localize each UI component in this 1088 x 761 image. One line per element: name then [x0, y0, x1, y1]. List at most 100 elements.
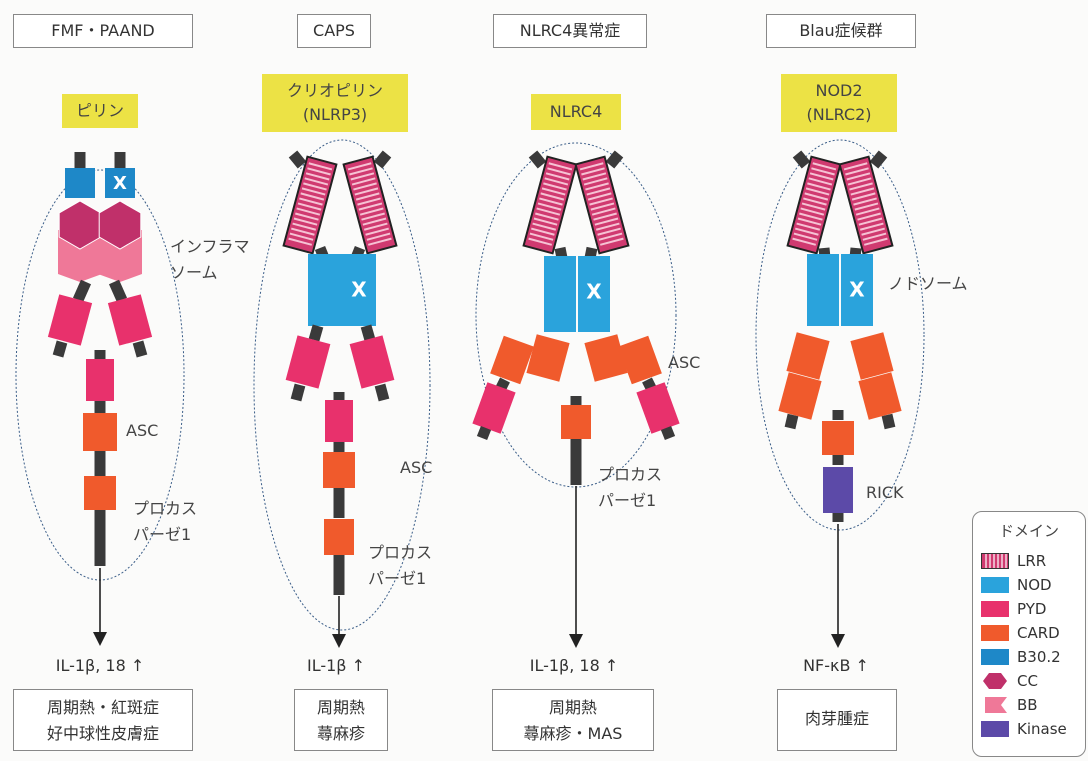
linker: [482, 428, 486, 438]
linker: [797, 154, 806, 165]
bb-chevron-icon: [981, 697, 1009, 713]
card-domain: [858, 372, 901, 419]
phenotype-box-fmf: 周期熱・紅斑症 好中球性皮膚症: [13, 689, 193, 751]
lrr-domain: [284, 157, 337, 254]
asc-card-domain: [323, 452, 355, 488]
linker: [314, 326, 318, 340]
linker: [610, 154, 619, 165]
legend-label: BB: [1017, 694, 1038, 716]
phenotype-box-nlrc4: 周期熱 蕁麻疹・MAS: [492, 689, 654, 751]
linker: [380, 385, 384, 400]
disease-box-nlrc4: NLRC4異常症: [493, 14, 647, 48]
asc-label-1: ASC: [126, 418, 158, 444]
output-nfkb: NF-κB ↑: [756, 656, 916, 675]
legend-label: Kinase: [1017, 718, 1067, 740]
procaspase-label-2: プロカス パーゼ1: [368, 540, 432, 592]
linker: [114, 282, 122, 300]
linker: [78, 282, 86, 300]
lrr-domain: [788, 157, 841, 254]
output-il1-il18-1: IL-1β, 18 ↑: [20, 656, 180, 675]
linker: [138, 342, 142, 356]
protein-label-pyrin: ピリン: [62, 94, 138, 128]
procaspase-label-1: プロカス パーゼ1: [133, 496, 197, 548]
phenotype-box-caps: 周期熱 蕁麻疹: [294, 689, 388, 751]
procaspase-label-3: プロカス パーゼ1: [598, 462, 662, 514]
legend-label: CARD: [1017, 622, 1060, 644]
lrr-domain: [840, 157, 893, 254]
disease-box-caps: CAPS: [297, 14, 371, 48]
nod-domain: [807, 254, 839, 326]
procaspase-card-domain: [324, 519, 354, 555]
asc-label-3: ASC: [668, 350, 700, 376]
procaspase-card-domain: [561, 405, 591, 439]
asc-pyd-domain: [636, 382, 679, 434]
b302-swatch-icon: [981, 649, 1009, 665]
output-il1-2: IL-1β ↑: [256, 656, 416, 675]
legend-label: B30.2: [1017, 646, 1061, 668]
asc-card-domain: [490, 336, 534, 385]
b302-domain: [65, 168, 95, 198]
lrr-domain: [524, 157, 577, 254]
disease-box-blau: Blau症候群: [766, 14, 916, 48]
legend-label: LRR: [1017, 550, 1046, 572]
asc-pyd-domain: [86, 359, 114, 401]
arrow-2-head: [332, 634, 346, 648]
mutation-x-mark: X: [849, 278, 865, 302]
asc-pyd-domain: [325, 400, 353, 442]
linker: [887, 415, 890, 428]
inflammasome-label: インフラマ ソーム: [170, 234, 250, 286]
lrr-swatch-icon: [981, 553, 1009, 569]
mutation-x-mark: X: [586, 280, 602, 304]
linker: [366, 326, 370, 340]
linker: [296, 385, 300, 400]
mutation-x-mark: X: [351, 278, 367, 302]
card-domain: [526, 334, 569, 381]
nod-domain: [308, 254, 342, 326]
linker: [58, 342, 62, 356]
card-domain: [584, 334, 627, 381]
linker: [533, 154, 542, 165]
legend-label: CC: [1017, 670, 1038, 692]
linker: [293, 154, 302, 165]
cc-hexagon-icon: [981, 673, 1009, 689]
legend-label: PYD: [1017, 598, 1046, 620]
asc-pyd-domain: [472, 382, 515, 434]
phenotype-box-blau: 肉芽腫症: [777, 689, 897, 751]
arrow-4-head: [831, 634, 845, 648]
rick-card-domain: [822, 421, 854, 455]
card-domain: [778, 372, 821, 419]
kinase-swatch-icon: [981, 721, 1009, 737]
card-domain: [850, 332, 893, 379]
pyd-domain: [108, 294, 152, 345]
asc-label-2: ASC: [400, 455, 432, 481]
legend-label: NOD: [1017, 574, 1052, 596]
asc-card-domain: [618, 336, 662, 385]
linker: [790, 415, 793, 428]
asc-card-domain: [83, 413, 117, 451]
procaspase-card-domain: [84, 476, 116, 510]
output-il1-il18-3: IL-1β, 18 ↑: [494, 656, 654, 675]
rick-kinase-domain: [823, 467, 853, 513]
linker: [666, 428, 670, 438]
mutation-x-mark: X: [113, 173, 127, 194]
linker: [378, 154, 387, 165]
card-swatch-icon: [981, 625, 1009, 641]
arrow-1-head: [93, 632, 107, 646]
pyd-domain: [286, 335, 331, 388]
pyd-domain: [48, 294, 92, 345]
pyd-domain: [350, 335, 395, 388]
nod-swatch-icon: [981, 577, 1009, 593]
protein-label-nod2: NOD2 (NLRC2): [781, 74, 897, 132]
legend-title: ドメイン: [973, 520, 1085, 541]
nodosome-label: ノドソーム: [888, 271, 968, 297]
disease-box-fmf: FMF・PAAND: [13, 14, 193, 48]
linker: [874, 154, 883, 165]
arrow-3-head: [569, 634, 583, 648]
domain-legend: ドメイン LRR NOD PYD CARD B30.2 CC BB: [972, 511, 1086, 757]
lrr-domain: [576, 157, 629, 254]
protein-label-nlrp3: クリオピリン (NLRP3): [262, 74, 408, 132]
card-domain: [786, 332, 829, 379]
protein-label-nlrc4: NLRC4: [531, 94, 621, 130]
lrr-domain: [344, 157, 397, 254]
pyd-swatch-icon: [981, 601, 1009, 617]
